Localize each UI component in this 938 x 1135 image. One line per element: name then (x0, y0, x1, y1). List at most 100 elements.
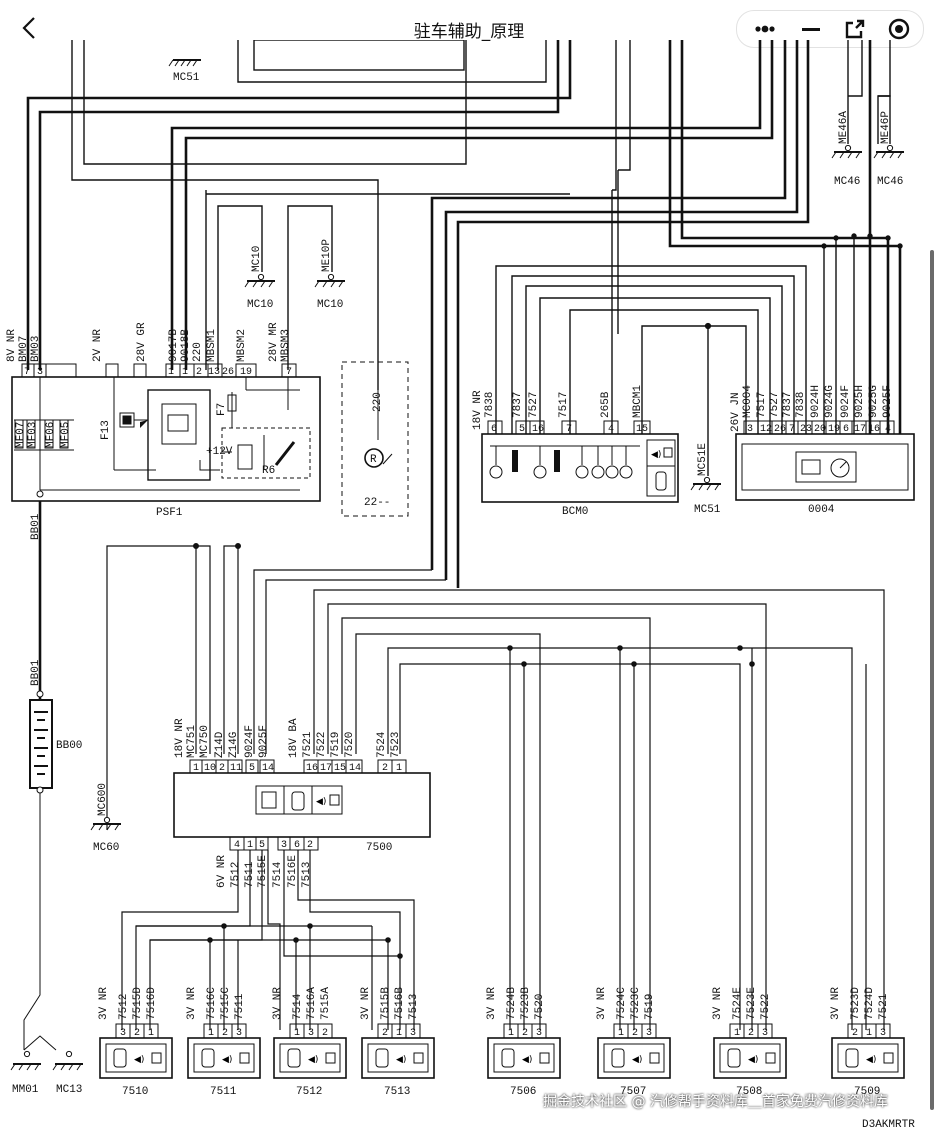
wire-label: 7513 (301, 862, 313, 888)
wire-label: 8V NR (6, 329, 18, 362)
wire-label: 7522 (760, 994, 772, 1020)
box-label: 22-- (364, 497, 390, 509)
wire-label: 26V JN (730, 392, 742, 432)
wire-label: 7512 (118, 994, 130, 1020)
pin: 23 (800, 424, 812, 435)
wire-label: BB01 (30, 513, 42, 540)
sound-icon: ◀) (748, 1055, 758, 1065)
wire-label: 7517 (558, 392, 570, 418)
mini-program-capsule (736, 10, 924, 48)
drawing-code: D3AKMRTR (862, 1119, 915, 1131)
wiring-diagram: 7 3 1 1 2 13 26 19 7 8V NR BM07 BM03 2V … (6, 40, 915, 1098)
pin: 19 (828, 424, 840, 435)
sensor-name: 7507 (620, 1086, 646, 1098)
wire-label: MBSM1 (206, 329, 218, 362)
close-target-icon[interactable] (885, 15, 913, 43)
module-name: BCM0 (562, 506, 588, 518)
back-arrow-icon[interactable] (14, 12, 46, 44)
wire-label: 28V GR (136, 322, 148, 362)
p-icon (325, 1052, 336, 1064)
wire-label: 7516B (394, 987, 406, 1020)
sensor-pin: 2 (632, 1028, 638, 1039)
navigation-bar: 驻车辅助_原理 (0, 0, 938, 56)
pin: 26 (774, 424, 786, 435)
ground-label: MC10 (247, 299, 273, 311)
wire-label: 7513 (408, 994, 420, 1020)
pin: 17 (320, 763, 332, 774)
wire-label: 7516C (206, 987, 218, 1020)
wire-label: ME46A (838, 111, 850, 144)
sensor-name: 7506 (510, 1086, 536, 1098)
wire-label: BB01 (30, 659, 42, 686)
car-icon (611, 1048, 625, 1068)
wire-label: 9025G (868, 385, 880, 418)
voltage-label: +12V (206, 446, 233, 458)
sensor-pin: 2 (748, 1028, 754, 1039)
watermark-text: 掘金技术社区 @ 汽修帮手资料库＿首家免费汽修资料库 (543, 1094, 888, 1110)
wire-label: 7523B (520, 987, 532, 1020)
wire-label: 28V MR (268, 322, 280, 362)
sensor-pin: 1 (148, 1028, 154, 1039)
wire-label: 7519 (644, 994, 656, 1020)
wire-label: 7515C (220, 987, 232, 1020)
sound-icon: ◀) (522, 1055, 532, 1065)
battery-label: BB00 (56, 740, 82, 752)
sound-icon: ◀) (651, 450, 661, 460)
wire-label: 7522 (316, 732, 328, 758)
pin: 3 (281, 840, 287, 851)
sensor-pin: 1 (734, 1028, 740, 1039)
wire-label: 9025F (882, 385, 894, 418)
wire-label: 9024F (840, 385, 852, 418)
ground-label: MC46 (834, 176, 860, 188)
scrollbar[interactable] (930, 250, 934, 1110)
wire-label: 18V NR (174, 718, 186, 758)
wire-label: 7523C (630, 987, 642, 1020)
psf1-pin: 1 (182, 367, 188, 378)
pin: 6 (843, 424, 849, 435)
sensor-pin: 2 (222, 1028, 228, 1039)
car-icon (845, 1048, 859, 1068)
minimize-icon[interactable] (797, 15, 825, 43)
wire-label: 265B (600, 391, 612, 418)
pin: 12 (760, 424, 772, 435)
fuse-label: F7 (216, 403, 228, 416)
wire-label: 7520 (344, 732, 356, 758)
sensor-pin: 2 (134, 1028, 140, 1039)
wire-label: 7515E (257, 855, 269, 888)
wire-label: 3V NR (360, 987, 372, 1020)
wire-label: 220 (372, 392, 384, 412)
float-window-icon[interactable] (841, 15, 869, 43)
sensor-pin: 2 (382, 1028, 388, 1039)
wire-label: MBSM3 (280, 329, 292, 362)
wire-label: 7516D (146, 987, 158, 1020)
sensor-name: 7513 (384, 1086, 410, 1098)
pin: 6 (294, 840, 300, 851)
wire-label: MC750 (199, 725, 211, 758)
sensor-pin: 3 (646, 1028, 652, 1039)
ground-label: MC51 (694, 504, 721, 516)
sensor-name: 7510 (122, 1086, 148, 1098)
sensor-name: 7512 (296, 1086, 322, 1098)
psf1-pin: 7 (24, 367, 30, 378)
bcm0-pin: 7 (566, 424, 572, 435)
pin: 2 (307, 840, 313, 851)
wire-label: MBSM2 (236, 329, 248, 362)
psf1-pin: 26 (222, 367, 234, 378)
wire-label: 3V NR (272, 987, 284, 1020)
wire-label: 6V NR (216, 855, 228, 888)
wire-label: 7511 (234, 993, 246, 1020)
wire-label: 7516E (287, 855, 299, 888)
harness-bus-lines (26, 40, 902, 588)
more-dots-icon[interactable] (751, 15, 779, 43)
pin: 11 (230, 763, 242, 774)
sensor-pin: 2 (522, 1028, 528, 1039)
pin: 1 (193, 763, 199, 774)
ground-label: MC51 (173, 72, 200, 84)
wire-label: 7524 (376, 731, 388, 758)
sensor-name: 7509 (854, 1086, 880, 1098)
sensor-pin: 3 (762, 1028, 768, 1039)
psf1-fuse-box: 7 3 1 1 2 13 26 19 7 8V NR BM07 BM03 2V … (6, 322, 321, 519)
